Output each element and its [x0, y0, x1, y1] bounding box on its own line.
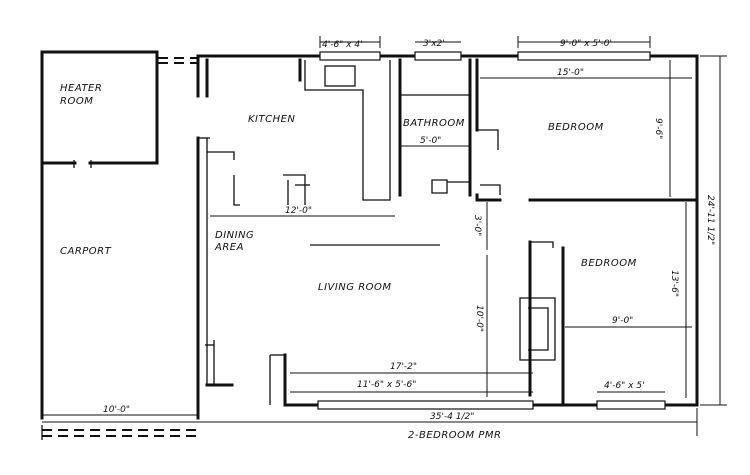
label-bathroom: BATHROOM [403, 118, 465, 129]
label-heater-room-2: ROOM [60, 96, 93, 107]
carport-walls [40, 50, 198, 440]
dim-hall-depth: 3'-0" [472, 215, 482, 236]
dim-bedroom2-width: 9'-0" [612, 316, 633, 326]
dim-kitchen-window: 4'-6" x 4' [322, 40, 363, 50]
dim-overall-depth: 24'-11 1/2" [705, 195, 715, 245]
plan-caption: 2-BEDROOM PMR [408, 430, 501, 441]
label-heater-room: HEATER [60, 83, 102, 94]
dim-overall-width: 35'-4 1/2" [430, 412, 474, 422]
dim-bedroom2-depth: 13'-6" [669, 270, 679, 297]
bedroom-walls [475, 193, 699, 407]
windows [317, 51, 666, 410]
dim-carport-width: 10'-0" [103, 405, 130, 415]
label-kitchen: KITCHEN [248, 114, 295, 125]
dim-kitchen-length: 12'-0" [285, 206, 312, 216]
label-bedroom-2: BEDROOM [581, 258, 637, 269]
label-dining: DINING [215, 230, 254, 241]
label-living-room: LIVING ROOM [318, 282, 392, 293]
dim-bedroom-window-top: 9'-0" x 5'-0' [560, 39, 612, 49]
dim-living-window: 11'-6" x 5'-6" [357, 380, 416, 390]
exterior-walls [196, 54, 699, 420]
bathroom-walls [398, 58, 501, 197]
dim-bath-window: 3'x2' [423, 39, 445, 49]
dim-bedroom1-depth: 9'-6" [653, 118, 663, 139]
dim-living-depth: 10'-0" [474, 305, 484, 332]
label-dining-2: AREA [214, 242, 244, 253]
kitchen-cabinets [198, 58, 391, 206]
dimension-lines [42, 36, 727, 436]
dim-bedroom1-width: 15'-0" [557, 68, 584, 78]
label-carport: CARPORT [60, 246, 112, 257]
dim-bedroom2-window: 4'-6" x 5' [604, 381, 645, 391]
label-bedroom-1: BEDROOM [548, 122, 604, 133]
dim-bath-width: 5'-0" [420, 136, 441, 146]
dim-living-length: 17'-2" [390, 362, 417, 372]
